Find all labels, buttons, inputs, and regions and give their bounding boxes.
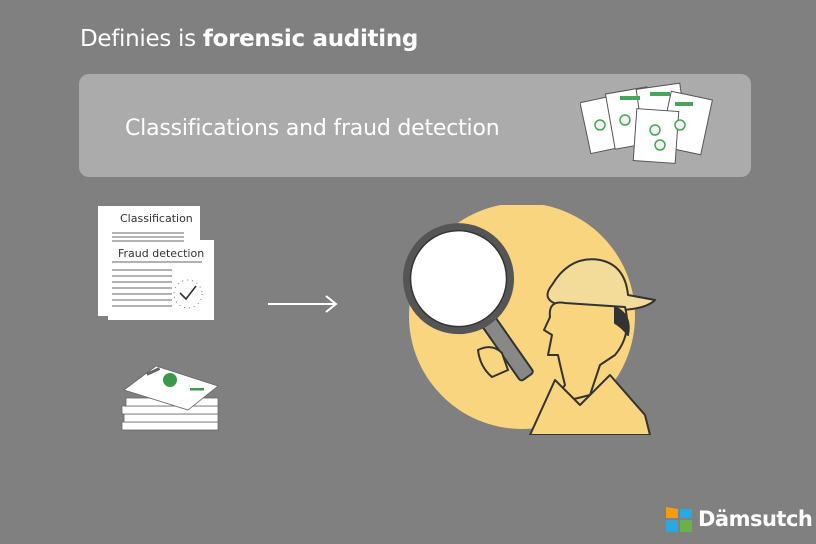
arrow-right-icon (268, 295, 338, 313)
banner-text: Classifications and fraud detection (125, 116, 500, 141)
title-prefix: Definies is (80, 26, 203, 52)
classification-label: Classification (120, 212, 193, 225)
financial-papers-icon (580, 82, 713, 164)
money-stack-icon (121, 365, 219, 431)
audit-documents-icon (98, 206, 214, 320)
title-bold: forensic auditing (202, 26, 419, 52)
brand-logo: Dämsutch (666, 505, 813, 533)
detective-magnifier-illustration (403, 205, 656, 435)
windows-squares-logo-icon (666, 507, 692, 532)
fraud-detection-label: Fraud detection (118, 247, 205, 260)
page-title: Definies is forensic auditing (80, 26, 418, 52)
brand-name: Dämsutch (698, 507, 813, 531)
